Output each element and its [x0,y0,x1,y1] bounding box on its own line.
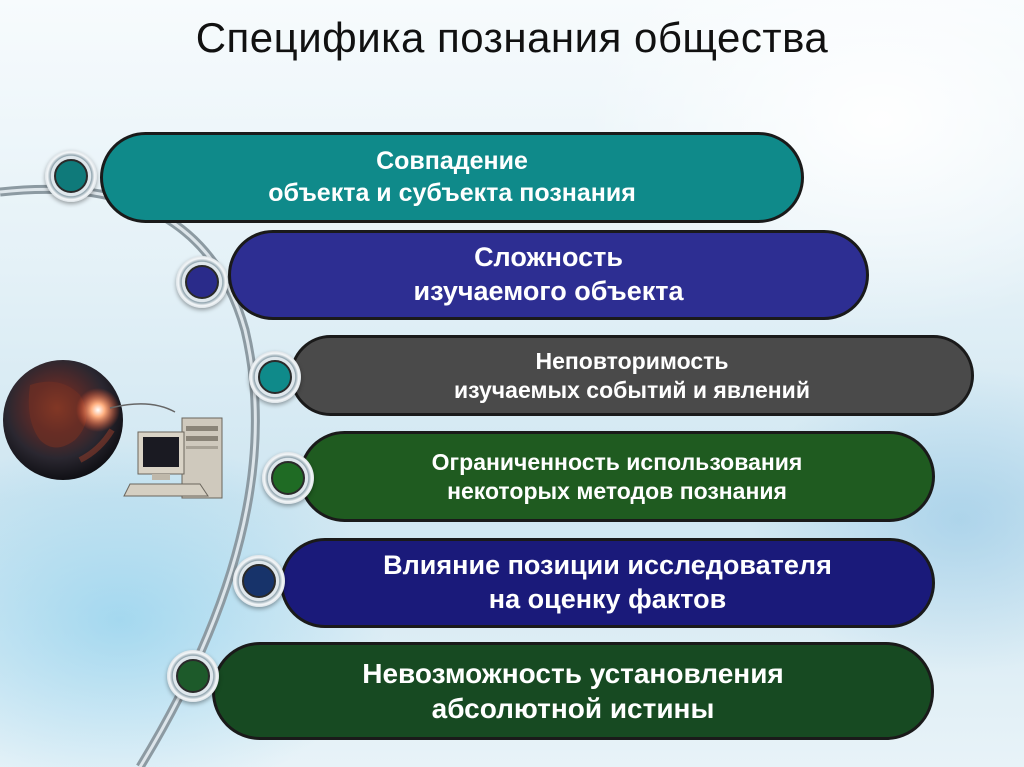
item-line: изучаемых событий и явлений [454,376,810,403]
computer-icon [123,417,223,499]
item-limited-methods: Ограниченность использования некоторых м… [299,431,935,522]
item-line: Невозможность установления [362,658,784,689]
item-line: изучаемого объекта [413,276,684,306]
item-object-subject-coincidence: Совпадение объекта и субъекта познания [100,132,804,223]
item-line: Влияние позиции исследователя [383,550,832,581]
bullet-node-icon [249,351,301,403]
bullet-node-icon [233,555,285,607]
item-line: объекта и субъекта познания [268,178,636,207]
item-absolute-truth: Невозможность установления абсолютной ис… [212,642,934,740]
item-uniqueness-of-events: Неповторимость изучаемых событий и явлен… [290,335,974,416]
bullet-node-icon [262,452,314,504]
bullet-node-icon [167,650,219,702]
item-researcher-position: Влияние позиции исследователя на оценку … [280,538,935,628]
item-line: некоторых методов познания [447,477,787,504]
page-title: Специфика познания общества [195,14,829,61]
item-line: Сложность [474,242,623,273]
bullet-node-icon [176,256,228,308]
item-line: на оценку фактов [488,584,727,614]
item-line: Неповторимость [535,347,729,374]
item-line: Совпадение [376,147,528,176]
item-line: Ограниченность использования [431,448,803,475]
item-line: абсолютной истины [431,693,715,724]
globe-icon [3,360,123,480]
item-object-complexity: Сложность изучаемого объекта [228,230,869,320]
bullet-node-icon [45,150,97,202]
